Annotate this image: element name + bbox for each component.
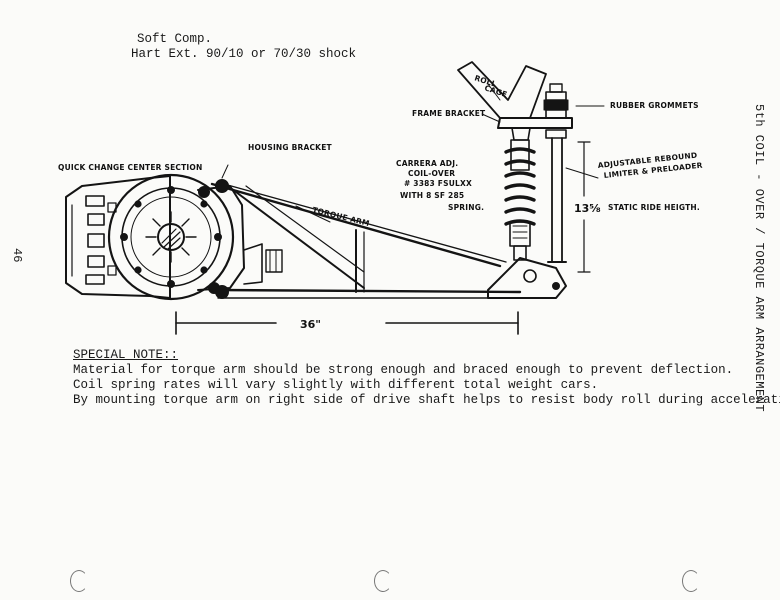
torque-arm-rear-bracket bbox=[487, 257, 567, 299]
binder-hole-left bbox=[70, 570, 88, 592]
dimension-line bbox=[175, 311, 519, 335]
carrera-line-3: # 3383 FSULXX bbox=[404, 179, 472, 188]
dimension-label: 36" bbox=[300, 318, 321, 331]
coil-over-shock bbox=[504, 139, 536, 261]
special-note-line-1: Material for torque arm should be strong… bbox=[73, 363, 734, 377]
carrera-line-4: WITH 8 SF 285 bbox=[400, 191, 464, 200]
carrera-line-1: CARRERA ADJ. bbox=[396, 159, 458, 168]
binder-hole-right bbox=[682, 570, 700, 592]
special-note: SPECIAL NOTE:: Material for torque arm s… bbox=[73, 348, 780, 408]
page-number: 46 bbox=[10, 248, 24, 263]
carrera-line-5: SPRING. bbox=[448, 203, 484, 212]
special-note-line-2: Coil spring rates will vary slightly wit… bbox=[73, 378, 599, 392]
torque-arm-label: TORQUE ARM bbox=[312, 205, 371, 228]
housing-bracket-label: HOUSING BRACKET bbox=[248, 143, 333, 152]
special-note-line-3: By mounting torque arm on right side of … bbox=[73, 393, 780, 407]
torque-arm-frame bbox=[210, 179, 522, 299]
ride-height-marker bbox=[577, 141, 591, 273]
rebound-limiter-rod bbox=[547, 137, 567, 263]
carrera-line-2: COIL-OVER bbox=[408, 169, 455, 178]
leader-lines bbox=[221, 83, 605, 223]
frame-bracket-label: FRAME BRACKET bbox=[412, 109, 486, 118]
side-title: 5th COIL - OVER / TORQUE ARM ARRANGEMENT bbox=[752, 104, 766, 413]
rubber-grommets bbox=[543, 83, 569, 139]
header-line-2: Hart Ext. 90/10 or 70/30 shock bbox=[131, 47, 357, 61]
quick-change-label: QUICK CHANGE CENTER SECTION bbox=[58, 163, 202, 172]
ride-height-value: 13⅝ bbox=[574, 202, 601, 215]
ride-height-label: STATIC RIDE HEIGTH. bbox=[608, 203, 700, 212]
rubber-grommets-label: RUBBER GROMMETS bbox=[610, 101, 699, 110]
binder-hole-center bbox=[374, 570, 392, 592]
special-note-title: SPECIAL NOTE:: bbox=[73, 348, 179, 362]
roll-cage-label-2: CAGE bbox=[483, 83, 508, 99]
header-line-1: Soft Comp. bbox=[137, 32, 213, 46]
